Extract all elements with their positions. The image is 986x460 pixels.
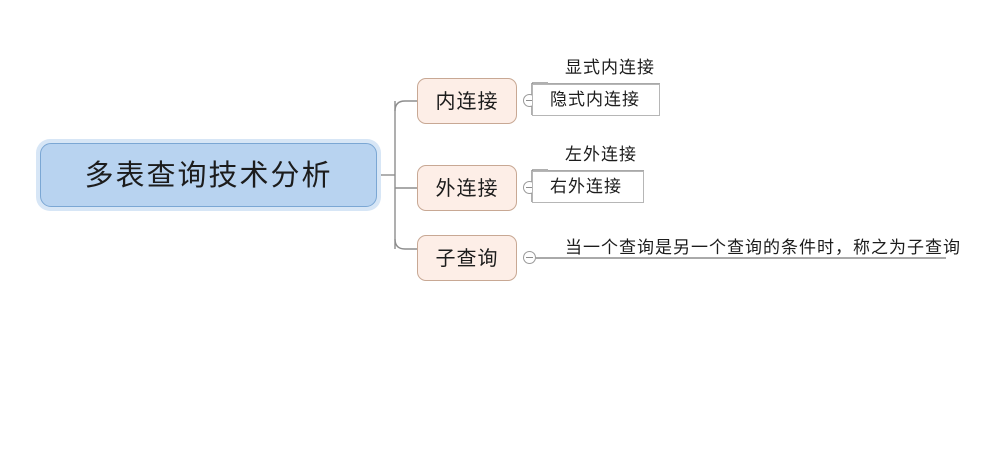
- leaf-node-label: 左外连接: [565, 144, 637, 165]
- branch-node-label: 外连接: [435, 176, 499, 200]
- leaf-node-label: 当一个查询是另一个查询的条件时，称之为子查询: [565, 237, 961, 258]
- root-node-body: 多表查询技术分析: [40, 143, 377, 207]
- branch-node-outer-join[interactable]: 外连接: [417, 165, 517, 211]
- leaf-underline: [536, 258, 946, 259]
- root-node[interactable]: 多表查询技术分析: [36, 139, 381, 211]
- branch-node-label: 子查询: [435, 246, 499, 270]
- leaf-underline: [548, 83, 660, 84]
- leaf-node-label: 显式内连接: [565, 57, 655, 78]
- leaf-node-label: 右外连接: [550, 176, 622, 197]
- leaf-node[interactable]: 左外连接: [548, 139, 644, 171]
- branch-node-label: 内连接: [435, 89, 499, 113]
- leaf-node[interactable]: 显式内连接: [548, 52, 660, 84]
- branch-arm-2: [394, 238, 417, 250]
- leaf-node[interactable]: 当一个查询是另一个查询的条件时，称之为子查询: [548, 232, 960, 264]
- root-node-label: 多表查询技术分析: [84, 157, 333, 192]
- branch-arm-0: [394, 100, 417, 112]
- leaf-node-selected[interactable]: 右外连接: [532, 171, 644, 203]
- collapse-minus-icon[interactable]: [523, 251, 536, 264]
- branch-node-subquery[interactable]: 子查询: [417, 235, 517, 281]
- leaf-node-label: 隐式内连接: [550, 89, 640, 110]
- leaf-node-selected[interactable]: 隐式内连接: [532, 84, 660, 116]
- branch-node-inner-join[interactable]: 内连接: [417, 78, 517, 124]
- leaf-underline: [548, 170, 644, 171]
